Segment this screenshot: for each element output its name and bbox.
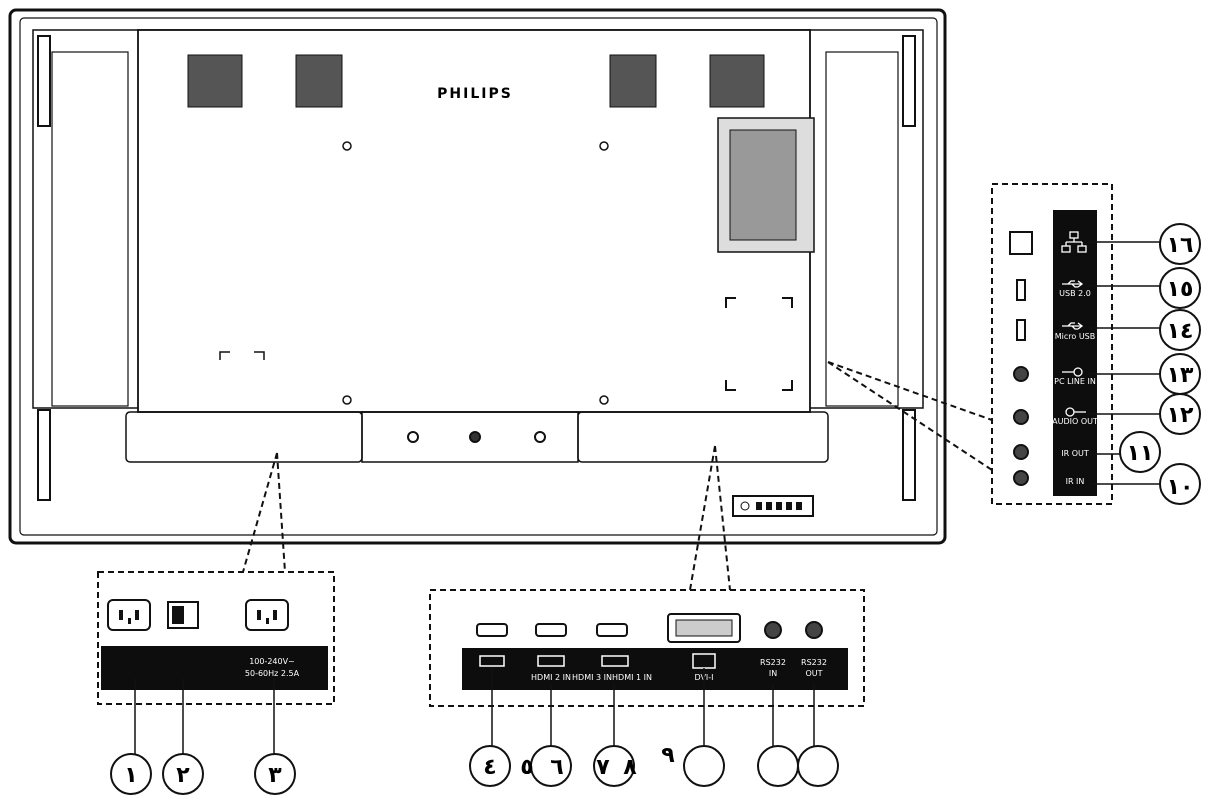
rs232-in-label2: IN — [769, 669, 777, 678]
usb-icon-2 — [1062, 322, 1084, 330]
callout-circles — [110, 223, 1201, 795]
callout-1: ١ — [124, 763, 137, 788]
ir-out-jack — [1013, 444, 1029, 460]
power-rating-line2: 50-60Hz 2.5A — [245, 669, 300, 678]
brand-logo: PHILIPS — [437, 86, 513, 102]
usb-port-a — [1016, 279, 1026, 301]
rs232-out-jack — [805, 621, 823, 639]
callout-16: ١٦ — [1167, 233, 1194, 258]
hdmi3-label: HDMI 3 IN — [572, 673, 612, 682]
ac-outlet-socket — [245, 599, 289, 631]
ir-out-label: IR OUT — [1061, 449, 1089, 458]
callout-15: ١٥ — [1167, 277, 1194, 302]
ir-in-jack — [1013, 470, 1029, 486]
line-in-icon — [1062, 367, 1083, 377]
audio-out-jack — [1013, 409, 1029, 425]
lan-port — [1009, 231, 1033, 255]
callout-5: ٥ — [520, 755, 533, 780]
callout-6: ٦ — [550, 755, 563, 780]
hdmi-port-outline — [476, 623, 628, 637]
callout-12: ١٢ — [1167, 403, 1194, 428]
usb-icon — [1062, 280, 1084, 288]
rs232-out-label1: RS232 — [801, 658, 827, 667]
dvi-port — [667, 613, 741, 643]
usb-port-b — [1016, 319, 1026, 341]
ir-in-label: IR IN — [1066, 477, 1085, 486]
usb-a-label: USB 2.0 — [1059, 289, 1091, 298]
pc-line-in-label: PC LINE IN — [1054, 377, 1096, 386]
rs232-out-label2: OUT — [805, 669, 822, 678]
hdmi1-label: HDMI 1 IN — [612, 673, 652, 682]
monitor-rear: PHILIPS — [8, 8, 947, 545]
callout-9: ٩ — [661, 743, 674, 768]
power-switch — [167, 601, 199, 629]
network-icon — [1061, 231, 1087, 253]
rs232-in-label1: RS232 — [760, 658, 786, 667]
audio-out-icon — [1065, 407, 1086, 417]
power-rating-line1: 100-240V~ — [249, 657, 295, 666]
callout-7: ٧ — [596, 755, 610, 780]
callout-14: ١٤ — [1167, 319, 1194, 344]
callout-8: ٨ — [623, 755, 637, 780]
callout-2: ٢ — [176, 763, 190, 788]
callout-3: ٣ — [268, 763, 282, 788]
rs232-in-jack — [764, 621, 782, 639]
callout-10: ١٠ — [1167, 475, 1194, 500]
callout-13: ١٣ — [1167, 363, 1194, 388]
ac-inlet-socket — [107, 599, 151, 631]
side-panel-callout: USB 2.0 Micro USB PC LINE IN AUDIO OUT I… — [827, 183, 1160, 505]
usb-b-label: Micro USB — [1055, 332, 1096, 341]
pc-line-in-jack — [1013, 366, 1029, 382]
power-panel-callout: 100-240V~ 50-60Hz 2.5A — [97, 452, 335, 760]
callout-11: ١١ — [1127, 441, 1154, 466]
audio-out-label: AUDIO OUT — [1052, 417, 1098, 426]
hdmi2-label: HDMI 2 IN — [531, 673, 571, 682]
callout-4: ٤ — [483, 755, 496, 780]
video-panel-callout: HDMI 2 IN HDMI 3 IN HDMI 1 IN DVI-I RS23… — [429, 445, 865, 752]
